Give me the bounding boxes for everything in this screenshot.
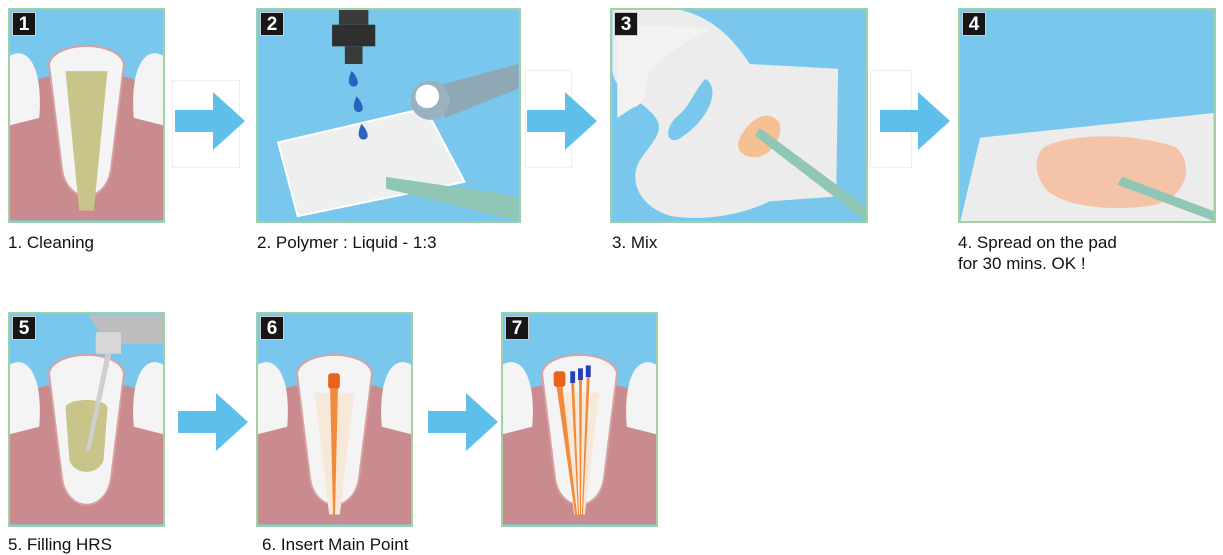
- filling-hrs-illustration: [10, 314, 163, 525]
- arrow-right-icon: [880, 92, 950, 150]
- accessory-points-illustration: [503, 314, 656, 525]
- step-3-number: 3: [614, 12, 638, 36]
- step-5-caption: 5. Filling HRS: [8, 534, 112, 555]
- step-2-caption: 2. Polymer : Liquid - 1:3: [257, 232, 437, 253]
- step-4-caption: 4. Spread on the pad for 30 mins. OK !: [958, 232, 1117, 274]
- arrow-right-icon: [175, 92, 245, 150]
- step-1-caption: 1. Cleaning: [8, 232, 94, 253]
- arrow-5-to-6: [178, 393, 248, 451]
- spread-on-pad-illustration: [960, 10, 1214, 221]
- tooth-cleaning-illustration: [10, 10, 163, 221]
- arrow-1-to-2: [175, 92, 245, 150]
- arrow-right-icon: [527, 92, 597, 150]
- arrow-2-to-3: [527, 92, 597, 150]
- step-2-panel: 2: [256, 8, 521, 223]
- step-5-number: 5: [12, 316, 36, 340]
- step-2-number: 2: [260, 12, 284, 36]
- step-7-number: 7: [505, 316, 529, 340]
- step-6-panel: 6: [256, 312, 413, 527]
- step-4-number: 4: [962, 12, 986, 36]
- step-3-panel: 3: [610, 8, 868, 223]
- polymer-liquid-illustration: [258, 10, 519, 221]
- arrow-right-icon: [428, 393, 498, 451]
- insert-main-point-illustration: [258, 314, 411, 525]
- step-5-panel: 5: [8, 312, 165, 527]
- step-4-panel: 4: [958, 8, 1216, 223]
- step-1-panel: 1: [8, 8, 165, 223]
- step-6-caption: 6. Insert Main Point: [262, 534, 408, 555]
- mix-illustration: [612, 10, 866, 221]
- arrow-6-to-7: [428, 393, 498, 451]
- step-1-number: 1: [12, 12, 36, 36]
- step-3-caption: 3. Mix: [612, 232, 657, 253]
- arrow-right-icon: [178, 393, 248, 451]
- step-6-number: 6: [260, 316, 284, 340]
- step-7-panel: 7: [501, 312, 658, 527]
- arrow-3-to-4: [880, 92, 950, 150]
